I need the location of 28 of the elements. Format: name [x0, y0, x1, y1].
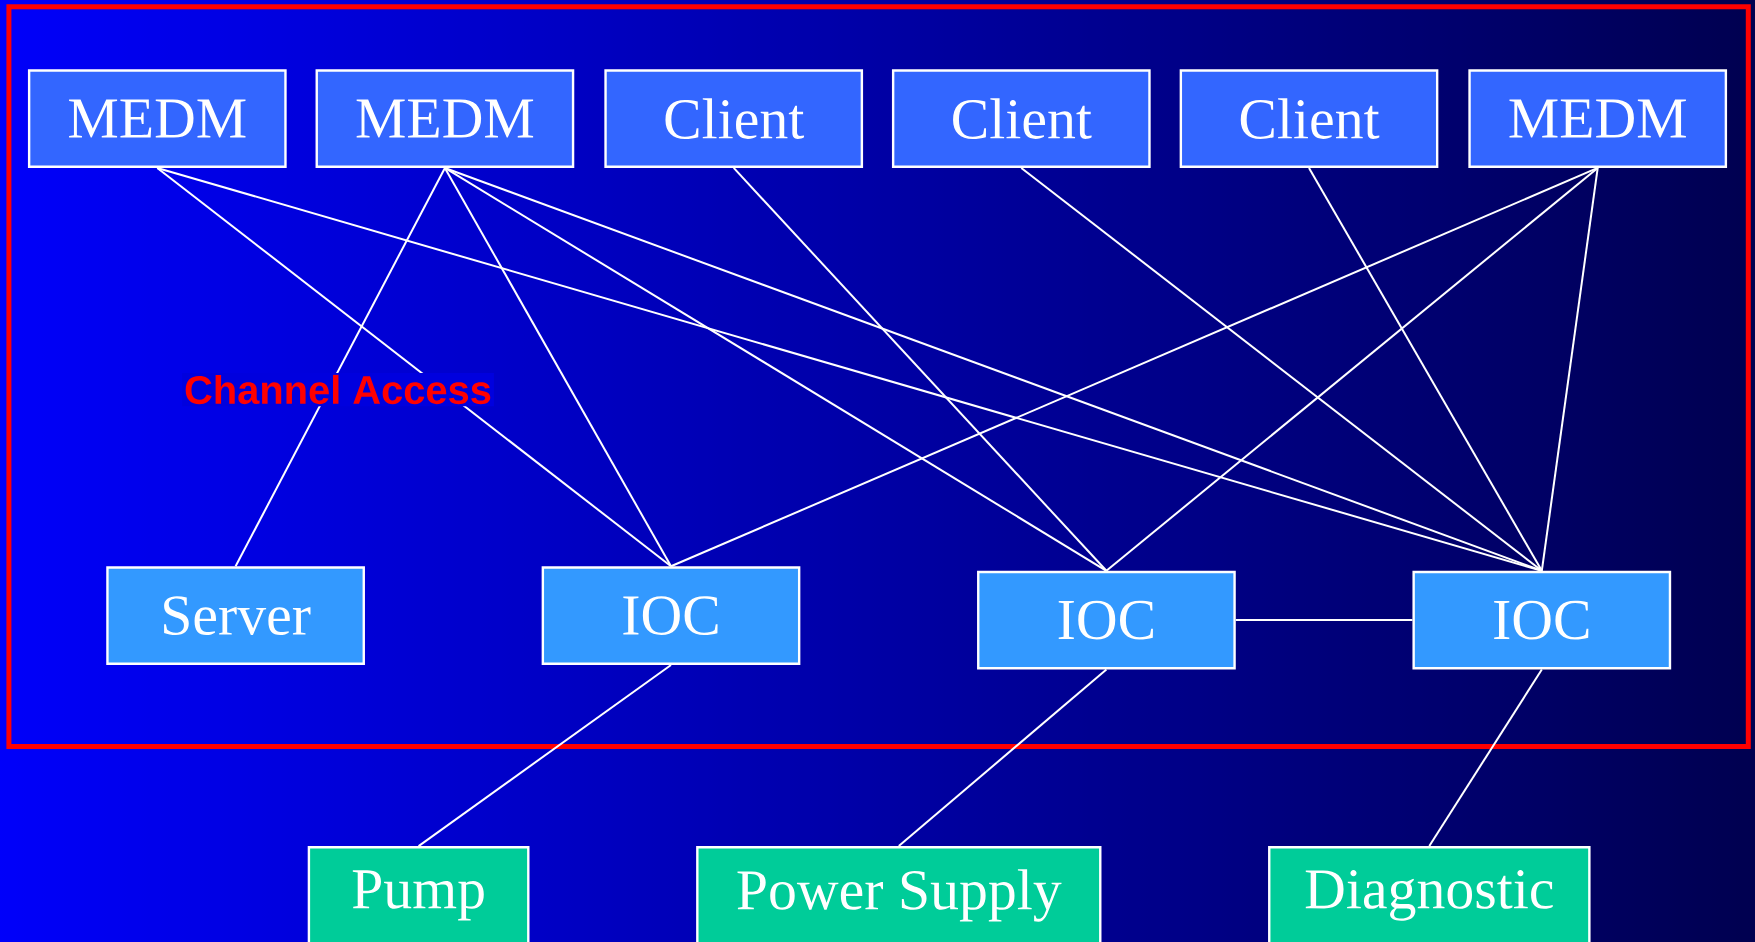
connector-line — [1540, 166, 1599, 572]
connector-line — [234, 166, 446, 568]
device-box: Diagnostic — [1268, 846, 1591, 942]
device-box: Pump — [307, 846, 530, 942]
connector-line — [1020, 166, 1543, 572]
ioc-box: IOC — [1412, 570, 1672, 670]
ioc-box: IOC — [541, 566, 801, 665]
connector-line — [1428, 668, 1543, 848]
server-box: Server — [106, 566, 365, 665]
connector-line — [1308, 166, 1543, 572]
connector-line — [897, 668, 1108, 848]
connector-line — [156, 166, 672, 568]
display-box: MEDM — [315, 69, 575, 168]
device-box: Power Supply — [696, 846, 1102, 942]
connector-line — [732, 166, 1108, 572]
client-box: Client — [1179, 69, 1439, 168]
ioc-box: IOC — [977, 570, 1236, 670]
frame-label: Channel Access — [182, 372, 494, 407]
display-box: MEDM — [1468, 69, 1728, 168]
client-box: Client — [891, 69, 1151, 168]
connector-line — [670, 166, 1599, 568]
connector-line — [1105, 166, 1599, 572]
client-box: Client — [604, 69, 864, 168]
display-box: MEDM — [27, 69, 287, 168]
connector-line — [1234, 619, 1414, 622]
connector-line — [443, 166, 672, 568]
connector-line — [417, 663, 672, 848]
frame — [6, 4, 1751, 750]
